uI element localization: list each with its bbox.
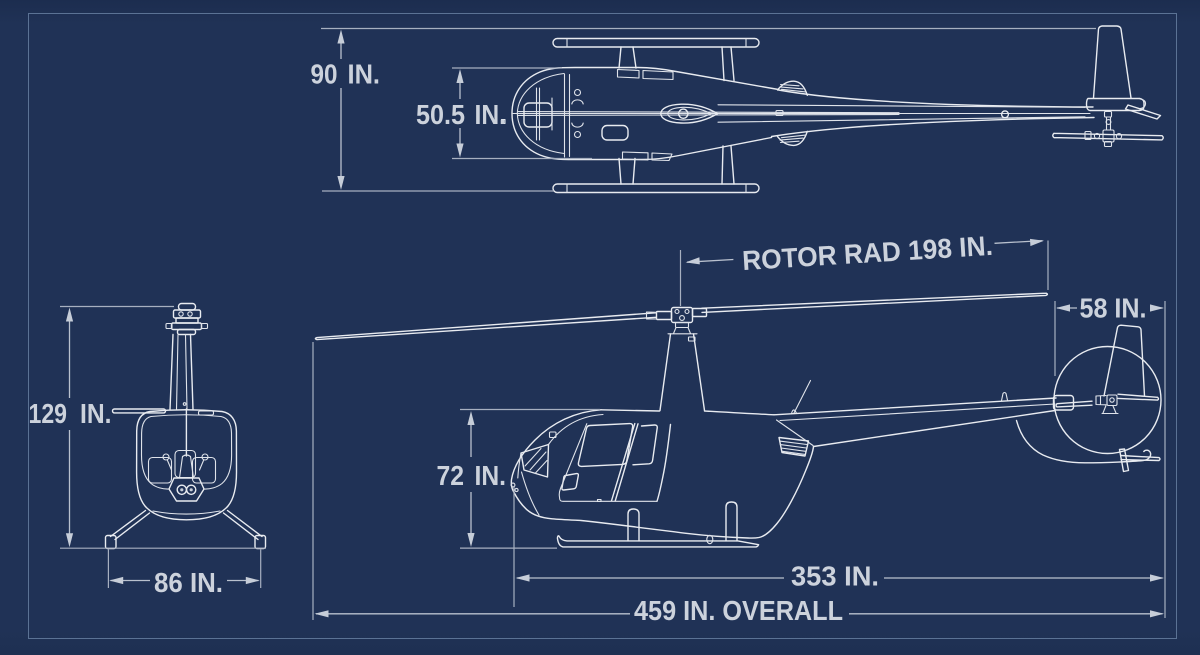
svg-text:459 IN. OVERALL: 459 IN. OVERALL	[634, 595, 843, 626]
svg-text:86 IN.: 86 IN.	[154, 567, 223, 598]
svg-text:IN.: IN.	[475, 460, 507, 491]
svg-text:129: 129	[29, 398, 68, 429]
svg-text:353 IN.: 353 IN.	[791, 561, 879, 592]
svg-text:58 IN.: 58 IN.	[1080, 293, 1147, 324]
svg-text:90: 90	[311, 59, 338, 90]
svg-text:72: 72	[437, 460, 465, 491]
svg-text:IN.: IN.	[80, 398, 112, 429]
svg-text:IN.: IN.	[348, 59, 381, 90]
svg-text:IN.: IN.	[475, 99, 507, 130]
svg-text:50.5: 50.5	[416, 99, 465, 130]
